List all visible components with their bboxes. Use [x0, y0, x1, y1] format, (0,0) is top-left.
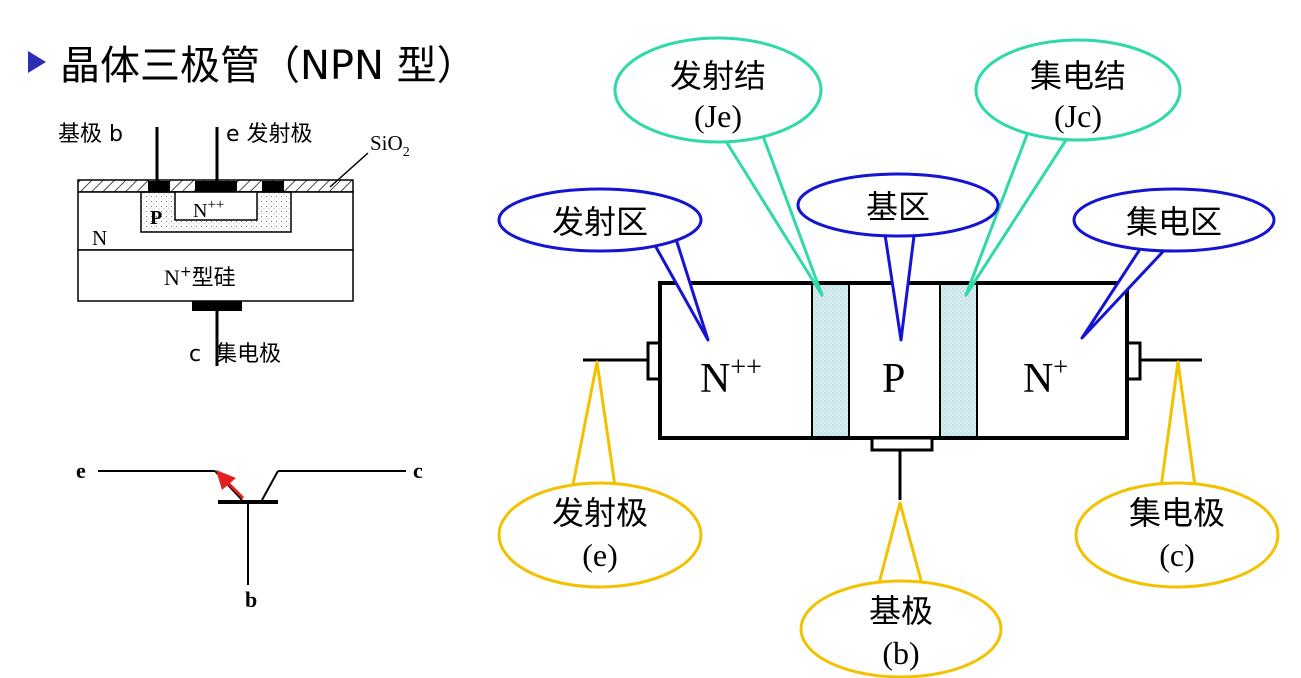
collector-electrode-callout: 集电极 (c): [1074, 360, 1280, 589]
title-text: 晶体三极管（NPN 型）: [60, 43, 477, 89]
emitter-electrode-symbol: (e): [582, 537, 618, 573]
collector-region-text: 集电区: [1126, 203, 1222, 241]
n-label: N: [92, 226, 107, 250]
transistor-symbol: e c b: [76, 458, 423, 612]
base-terminal-pad: [870, 436, 934, 452]
base-electrode-bubble: [799, 579, 1003, 678]
emitter-junction-pointer: [720, 127, 824, 297]
collector-junction-region: [940, 283, 977, 438]
base-region-text: 基区: [866, 188, 930, 226]
slide-title: 晶体三极管（NPN 型）: [28, 32, 477, 92]
emitter-region-label: N++: [700, 352, 762, 402]
collector-region-label: N+: [1023, 352, 1068, 402]
npp-region: [174, 191, 258, 221]
base-electrode-symbol: (b): [882, 635, 919, 671]
collector-junction-symbol: (Jc): [1054, 98, 1102, 134]
base-electrode-callout: 基极 (b): [799, 501, 1003, 678]
emitter-electrode-label: e 发射极: [226, 122, 313, 147]
base-electrode-pointer: [874, 501, 927, 596]
base-region-pointer: [882, 227, 917, 342]
emitter-electrode-pointer: [569, 360, 618, 496]
emitter-junction-bubble: [613, 36, 823, 144]
collector-region-bubble: [1072, 187, 1276, 253]
substrate: [77, 249, 354, 302]
collector-electrode-bubble: [1074, 481, 1280, 589]
symbol-e-label: e: [76, 458, 86, 483]
emitter-region-text: 发射区: [552, 203, 648, 241]
base-contact: [148, 181, 170, 192]
symbol-b-label: b: [245, 587, 257, 612]
collector-electrode-symbol: (c): [1159, 537, 1195, 573]
collector-junction-callout: 集电结 (Jc): [964, 38, 1182, 297]
emitter-contact: [195, 181, 237, 192]
emitter-electrode-text: 发射极: [552, 494, 648, 532]
collector-electrode-text: 集电极: [1129, 494, 1225, 532]
collector-junction-pointer: [964, 131, 1070, 297]
collector-contact: [192, 301, 242, 311]
emitter-region-pointer: [650, 238, 710, 342]
emitter-junction-label: 发射结: [670, 57, 766, 95]
base-electrode-text: 基极: [869, 592, 933, 630]
emitter-junction-region: [812, 283, 849, 438]
emitter-electrode-bubble: [497, 481, 703, 589]
emitter-electrode-callout: 发射极 (e): [497, 360, 703, 589]
emitter-arrow-icon: [216, 470, 236, 490]
emitter-region-bubble: [497, 187, 703, 253]
emitter-region-callout: 发射区: [497, 187, 710, 342]
collector-junction-bubble: [974, 38, 1182, 142]
base-region-callout: 基区: [796, 172, 1000, 342]
symbol-c-label: c: [413, 458, 423, 483]
collector-electrode-pointer: [1158, 360, 1198, 496]
collector-electrode-label: c 集电极: [189, 342, 281, 367]
npp-label: N++: [193, 197, 224, 222]
cross-section: 基极 b e 发射极 SiO2 N P N++ N+型硅 c 集电极: [58, 122, 410, 367]
base-contact-2: [262, 181, 284, 192]
substrate-label: N+型硅: [164, 264, 236, 291]
collector-junction-label: 集电结: [1030, 57, 1126, 95]
collector-region-pointer: [1080, 239, 1174, 340]
sio2-label: SiO2: [370, 131, 410, 160]
base-region-label: P: [882, 356, 905, 402]
npn-structure: N++ P N+: [583, 281, 1202, 500]
collector-leg: [261, 470, 279, 501]
base-electrode-label: 基极 b: [58, 122, 123, 147]
collector-region-callout: 集电区: [1072, 187, 1276, 340]
bullet-arrow-icon: [28, 51, 46, 73]
p-label: P: [150, 207, 162, 229]
base-region-bubble: [796, 172, 1000, 238]
emitter-junction-callout: 发射结 (Je): [613, 36, 824, 297]
emitter-junction-symbol: (Je): [694, 98, 742, 134]
